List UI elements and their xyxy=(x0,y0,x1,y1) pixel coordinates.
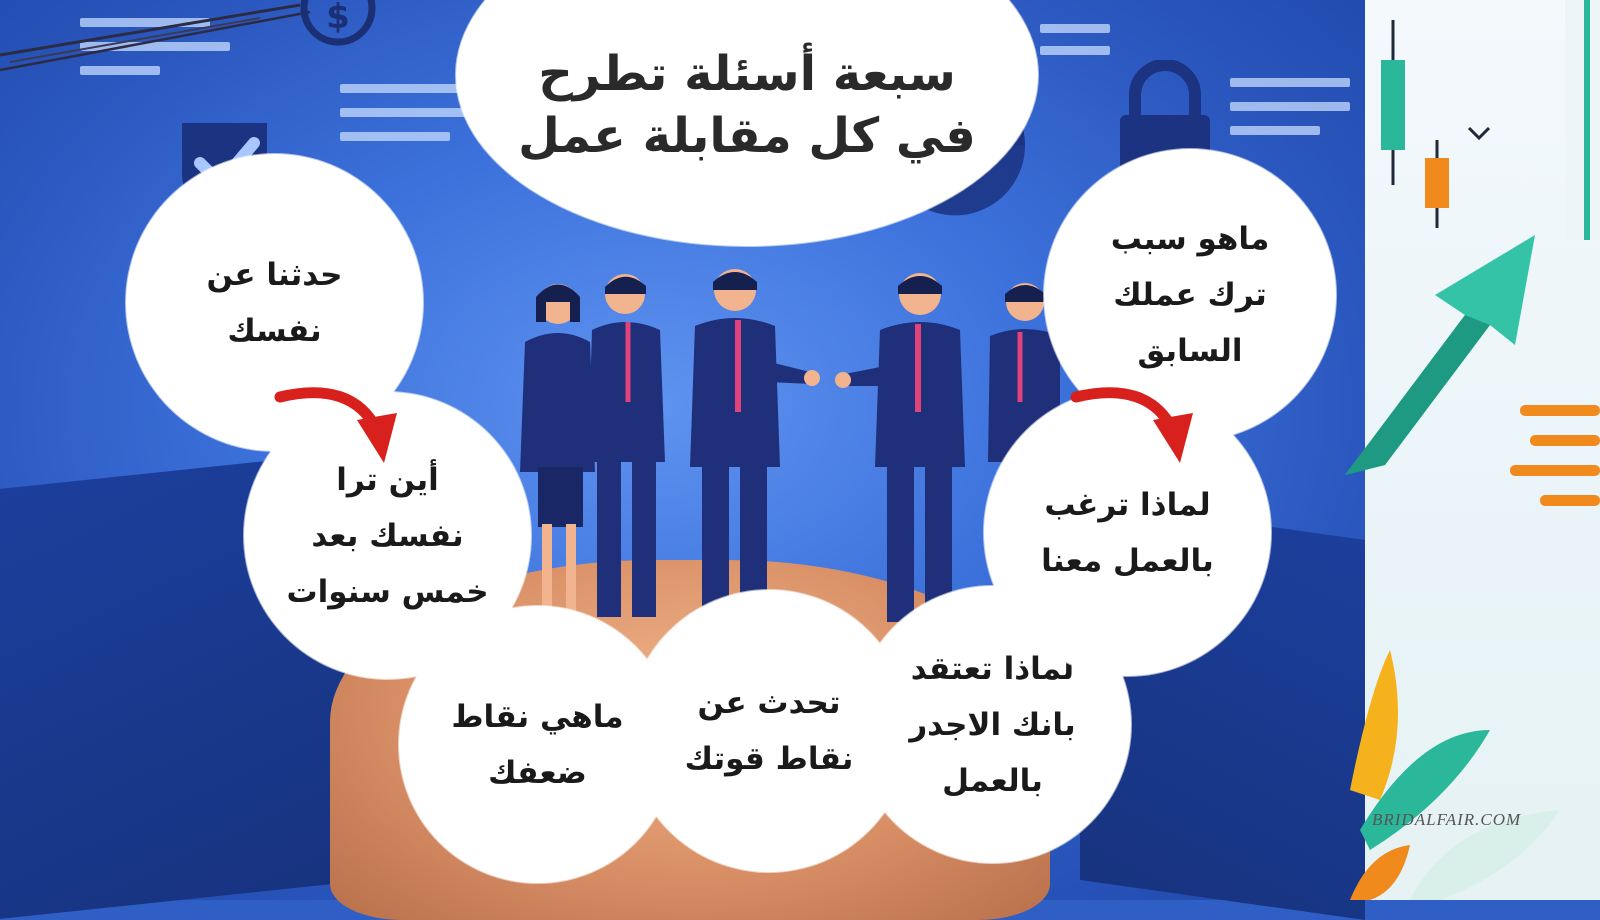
question-bubble-4: تحدث عن نقاط قوتك xyxy=(634,596,904,866)
question-text-7: ماهو سبب ترك عملك السابق xyxy=(1110,221,1270,369)
bg-line xyxy=(80,42,230,51)
red-arrow-left xyxy=(274,387,397,463)
bg-line xyxy=(1230,102,1350,111)
question-text-6: لماذا ترغب بالعمل معنا xyxy=(1041,486,1214,579)
question-text-3: ماهي نقاط ضعفك xyxy=(451,698,624,791)
bg-line xyxy=(340,108,490,117)
dollar-icon: $ xyxy=(300,0,376,46)
trend-arrow-icon xyxy=(1345,235,1535,475)
page-title: سبعة أسئلة تطرح في كل مقابلة عمل xyxy=(518,46,976,164)
question-bubble-5: لماذا تعتقد بانك الاجدر بالعمل xyxy=(860,592,1125,857)
bg-line xyxy=(80,66,160,75)
question-bubble-3: ماهي نقاط ضعفك xyxy=(405,612,670,877)
scratch-marks xyxy=(0,3,311,72)
title-bubble: سبعة أسئلة تطرح في كل مقابلة عمل xyxy=(462,0,1032,240)
bg-line xyxy=(340,132,450,141)
svg-text:$: $ xyxy=(326,0,350,37)
question-bubble-7: ماهو سبب ترك عملك السابق xyxy=(1050,155,1330,435)
question-bubble-1: حدثنا عن نفسك xyxy=(132,160,417,445)
business-people-illustration xyxy=(520,269,1060,622)
bg-line xyxy=(340,84,470,93)
bg-line xyxy=(1040,24,1110,33)
bg-line xyxy=(1230,126,1320,135)
bg-line xyxy=(1040,46,1110,55)
question-text-4: تحدث عن نقاط قوتك xyxy=(684,685,854,777)
orange-dashes xyxy=(1510,405,1600,506)
question-bubble-6: لماذا ترغب بالعمل معنا xyxy=(990,395,1265,670)
bg-line xyxy=(1230,78,1350,87)
candlestick-chart-icon xyxy=(1381,0,1600,240)
question-text-1: حدثنا عن نفسك xyxy=(206,256,343,349)
leaf-decoration xyxy=(1350,650,1560,900)
red-arrow-right xyxy=(1070,387,1193,463)
bg-line xyxy=(80,18,210,27)
question-text-5: لماذا تعتقد بانك الاجدر بالعمل xyxy=(909,650,1076,799)
question-text-2: أين ترا نفسك بعد خمس سنوات xyxy=(286,461,489,610)
watermark: BRIDALFAIR.COM xyxy=(1372,810,1522,829)
